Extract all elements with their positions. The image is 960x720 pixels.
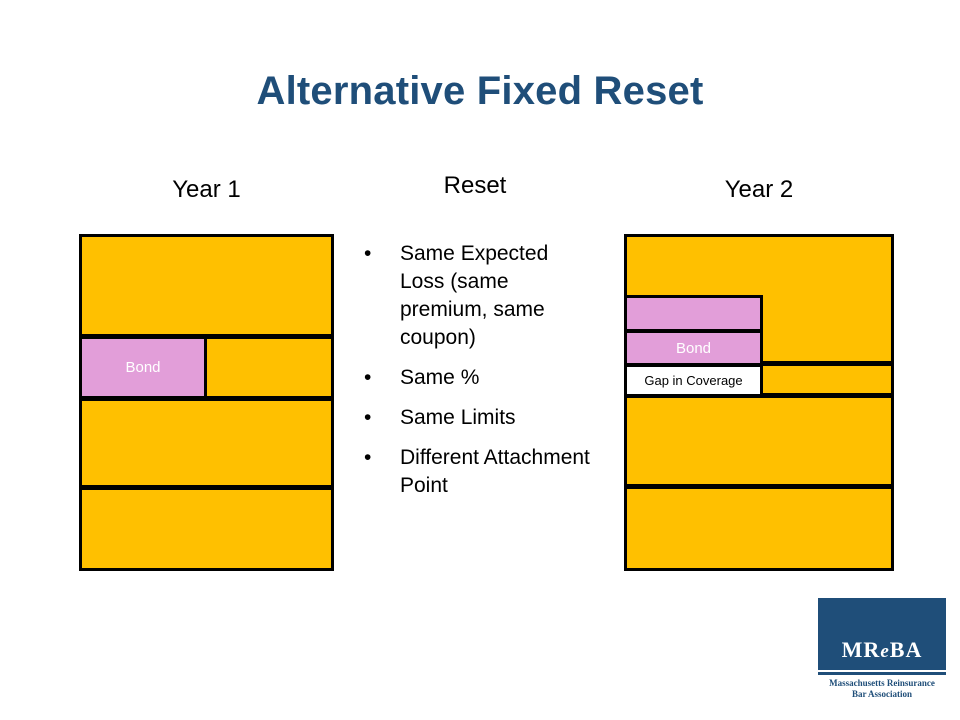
logo-subtitle-line1: Massachusetts Reinsurance xyxy=(829,678,935,688)
list-item: • Same Expected Loss (same premium, same… xyxy=(358,240,598,352)
page-title: Alternative Fixed Reset xyxy=(256,69,704,113)
year1-layer-2-right xyxy=(204,336,334,399)
logo-subtitle: Massachusetts Reinsurance Bar Associatio… xyxy=(818,678,946,700)
logo-divider xyxy=(818,672,946,675)
bullet-icon: • xyxy=(364,406,372,429)
year2-tower: Bond Gap in Coverage Bond Gap in Coverag… xyxy=(624,234,894,571)
reset-bullet-list: • Same Expected Loss (same premium, same… xyxy=(358,240,598,512)
year1-tower: Bond xyxy=(79,234,334,571)
year1-bond-box: Bond xyxy=(79,336,207,399)
year2-layer-2-right xyxy=(760,363,894,396)
year2-gap-label-overlay: Gap in Coverage xyxy=(644,373,743,388)
logo-wordmark-prefix: MR xyxy=(841,637,881,662)
list-item: • Same Limits xyxy=(358,404,598,432)
list-item: • Same % xyxy=(358,364,598,392)
reset-heading: Reset xyxy=(443,172,507,199)
year1-layer-1 xyxy=(79,234,334,337)
year2-bond-box-upper-overlay xyxy=(624,295,763,332)
list-item-label: Same Limits xyxy=(400,406,516,429)
bullet-icon: • xyxy=(364,446,372,469)
list-item-label: Same % xyxy=(400,366,480,389)
list-item: • Different Attachment Point xyxy=(358,444,598,500)
list-item-label: Different Attachment Point xyxy=(400,446,590,497)
year2-layer-5 xyxy=(624,395,894,487)
logo-wordmark: MReBA xyxy=(818,638,946,664)
year1-layer-4 xyxy=(79,487,334,571)
year1-layer-3 xyxy=(79,398,334,488)
logo-subtitle-line2: Bar Association xyxy=(851,689,913,699)
bullet-icon: • xyxy=(364,366,372,389)
year2-gap-box-overlay: Gap in Coverage xyxy=(624,364,763,397)
logo-plate xyxy=(818,598,946,670)
bullet-icon: • xyxy=(364,242,372,265)
list-item-label: Same Expected Loss (same premium, same c… xyxy=(400,242,549,349)
year2-bond-label-overlay: Bond xyxy=(675,339,712,357)
mreba-logo: MReBA Massachusetts Reinsurance Bar Asso… xyxy=(818,598,946,708)
year1-heading: Year 1 xyxy=(172,176,241,203)
logo-wordmark-lower: e xyxy=(880,641,890,662)
year2-bond-box-overlay: Bond xyxy=(624,330,763,366)
logo-wordmark-suffix: BA xyxy=(889,637,923,662)
year2-layer-bottom xyxy=(624,486,894,571)
year2-heading: Year 2 xyxy=(724,176,794,203)
year1-bond-label: Bond xyxy=(125,359,161,376)
